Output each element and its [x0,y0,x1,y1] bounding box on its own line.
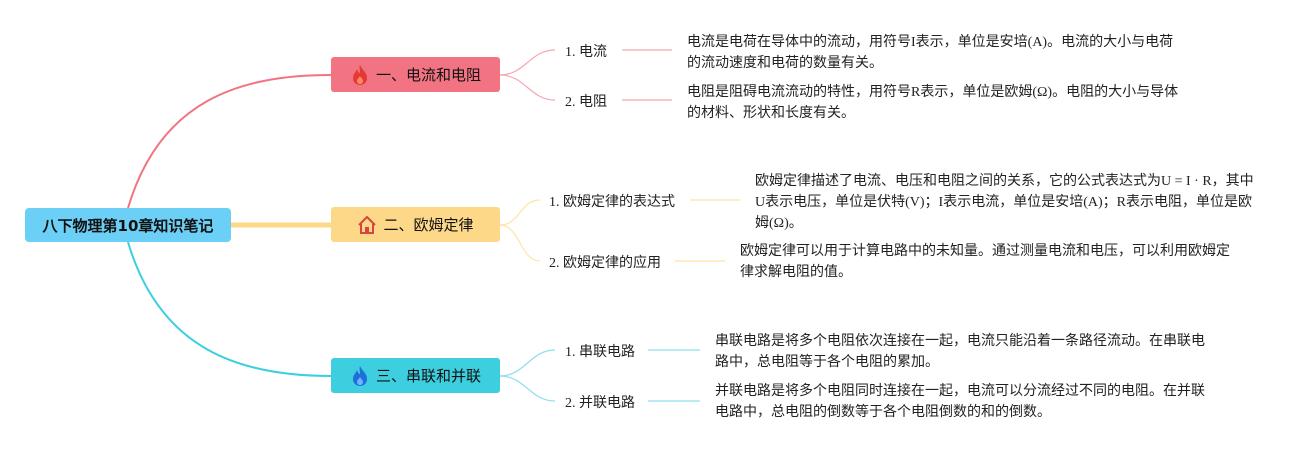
note-ohms-law-application: 欧姆定律可以用于计算电路中的未知量。通过测量电流和电压，可以利用欧姆定律求解电阻… [740,244,1230,280]
branch-label: 二、欧姆定律 [383,216,474,234]
note-series-circuit: 串联电路是将多个电阻依次连接在一起，电流只能沿着一条路径流动。在串联电路中，总电… [715,334,1205,370]
link-b1-item2 [499,74,556,101]
topic-ohms-law-formula[interactable]: 1. 欧姆定律的表达式 [549,195,675,210]
root-title: 八下物理第10章知识笔记 [42,216,214,235]
branch-series-parallel[interactable]: 三、串联和并联 [331,358,500,393]
topic-current[interactable]: 1. 电流 [565,45,607,60]
link-b3-item1 [499,349,556,377]
branch-label: 三、串联和并联 [375,367,481,385]
topic-parallel-circuit[interactable]: 2. 并联电路 [565,396,635,411]
link-b3-item2 [499,375,556,402]
root-topic[interactable]: 八下物理第10章知识笔记 [25,208,231,242]
house-icon [357,214,377,236]
branch-label: 一、电流和电阻 [375,66,481,84]
link-root-branch1 [127,74,332,209]
note-parallel-circuit: 并联电路是将多个电阻同时连接在一起，电流可以分流经过不同的电阻。在并联电路中，总… [715,384,1205,420]
link-root-branch3 [127,241,332,377]
note-ohms-law-formula: 欧姆定律描述了电流、电压和电阻之间的关系，它的公式表达式为U = I · R，其… [755,174,1254,231]
link-b1-item1 [499,49,556,76]
topic-resistance[interactable]: 2. 电阻 [565,95,607,110]
note-current: 电流是电荷在导体中的流动，用符号I表示，单位是安培(A)。电流的大小与电荷的流动… [687,35,1174,71]
fire-icon [350,64,370,86]
link-b2-item1 [499,199,541,226]
topic-series-circuit[interactable]: 1. 串联电路 [565,345,635,360]
branch-current-resistance[interactable]: 一、电流和电阻 [331,57,500,92]
link-b2-item2 [499,224,541,262]
branch-ohms-law[interactable]: 二、欧姆定律 [331,207,500,242]
flame-icon [350,365,370,387]
topic-ohms-law-application[interactable]: 2. 欧姆定律的应用 [549,256,661,271]
note-resistance: 电阻是阻碍电流流动的特性，用符号R表示，单位是欧姆(Ω)。电阻的大小与导体的材料… [687,85,1179,121]
